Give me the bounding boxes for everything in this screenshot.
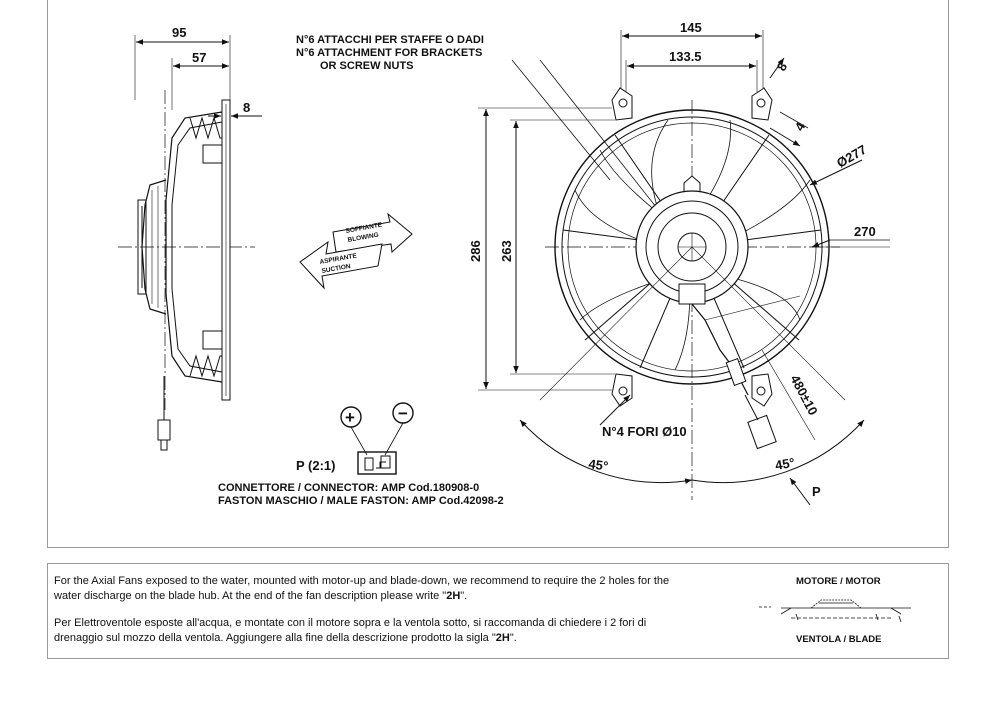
technical-drawing: 95 57 8 SOFFIANTE BLOWING ASPIRANTE SUCT…: [118, 20, 890, 507]
side-view: [118, 35, 262, 451]
dim-width-outer: 145: [680, 20, 702, 35]
mounting-sketch: [759, 599, 911, 623]
dim-slot-width: 4: [792, 119, 809, 133]
drawing-frame: [47, 0, 949, 548]
dim-radius: 270: [854, 224, 876, 239]
motor-label: MOTORE / MOTOR: [796, 576, 881, 587]
dim-height-outer: 286: [468, 240, 483, 262]
dim-height-inner: 263: [499, 240, 514, 262]
front-view: [478, 30, 890, 506]
attachments-note-it: N°6 ATTACCHI PER STAFFE O DADI: [296, 34, 484, 46]
dim-diameter: Ø277: [834, 142, 869, 171]
dim-flange: 8: [243, 100, 250, 115]
plus-terminal: +: [345, 408, 355, 427]
angle-left: 45°: [588, 456, 610, 474]
note-italian: Per Elettroventole esposte all'acqua, e …: [54, 617, 647, 644]
holes-label: N°4 FORI Ø10: [602, 424, 687, 439]
connector-line-2: FASTON MASCHIO / MALE FASTON: AMP Cod.42…: [218, 495, 504, 507]
dim-cable-length: 480±10: [787, 372, 821, 417]
blade-label: VENTOLA / BLADE: [796, 634, 882, 645]
connector-line-1: CONNETTORE / CONNECTOR: AMP Cod.180908-0: [218, 482, 479, 494]
dim-total-depth: 95: [172, 25, 186, 40]
notes-frame: For the Axial Fans exposed to the water,…: [47, 563, 949, 659]
attachments-note-en-1: N°6 ATTACHMENT FOR BRACKETS: [296, 47, 482, 59]
connector-detail: [340, 402, 414, 475]
airflow-arrows: [299, 212, 413, 290]
minus-terminal: −: [398, 404, 408, 423]
dim-body-depth: 57: [192, 50, 206, 65]
attachments-note-en-2: OR SCREW NUTS: [320, 60, 414, 72]
angle-right: 45°: [774, 455, 796, 473]
note-english: For the Axial Fans exposed to the water,…: [54, 575, 670, 602]
view-p-label: P: [812, 484, 821, 499]
dim-width-inner: 133.5: [669, 49, 702, 64]
connector-scale: P (2:1): [296, 458, 336, 473]
